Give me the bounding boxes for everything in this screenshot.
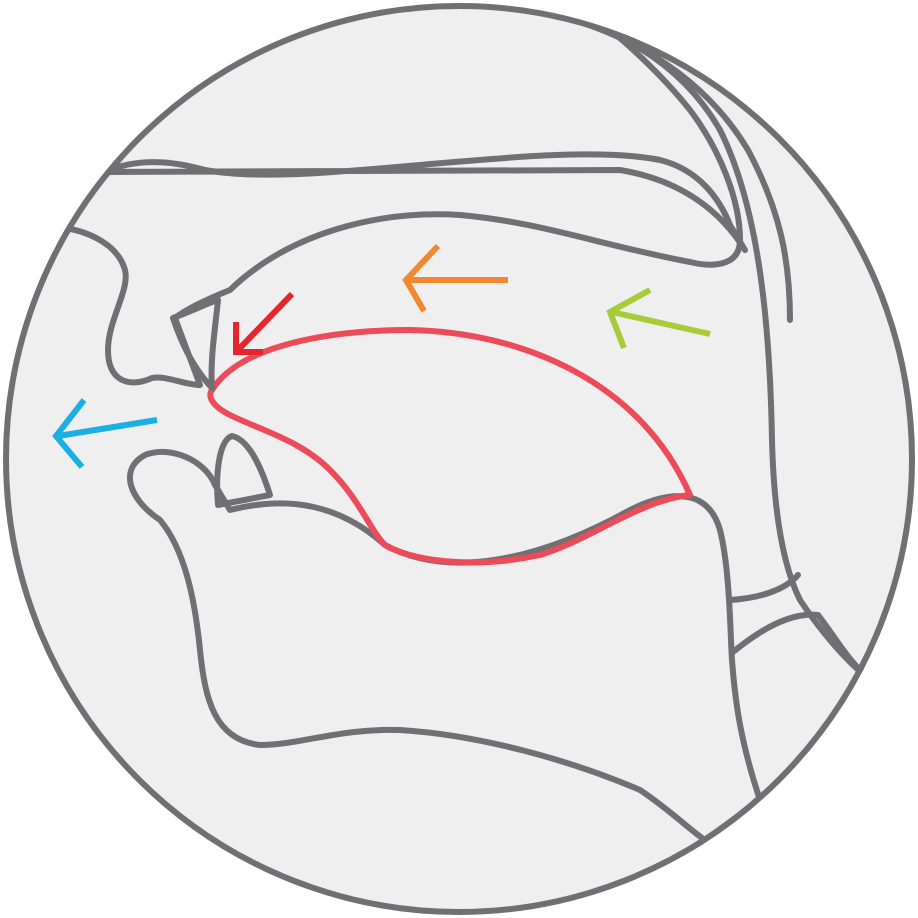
cavity-background [6, 6, 912, 912]
lower-jaw-region [126, 448, 763, 843]
upper-head-region [6, 6, 743, 388]
tongue-tip-arrow [233, 291, 295, 355]
larynx-upper-line [727, 572, 801, 603]
airflow-out-arrow [52, 398, 158, 469]
lower-incisor [214, 433, 273, 508]
diagram-frame [3, 3, 915, 915]
larynx-lower-line [730, 611, 821, 655]
trachea-front-line [815, 612, 863, 673]
palate-arrow [402, 243, 508, 313]
tongue [207, 327, 693, 566]
velum-arrow [606, 287, 711, 350]
pharynx-wall [542, 6, 912, 683]
nasal-cavity [105, 151, 748, 253]
upper-incisor [170, 297, 221, 391]
